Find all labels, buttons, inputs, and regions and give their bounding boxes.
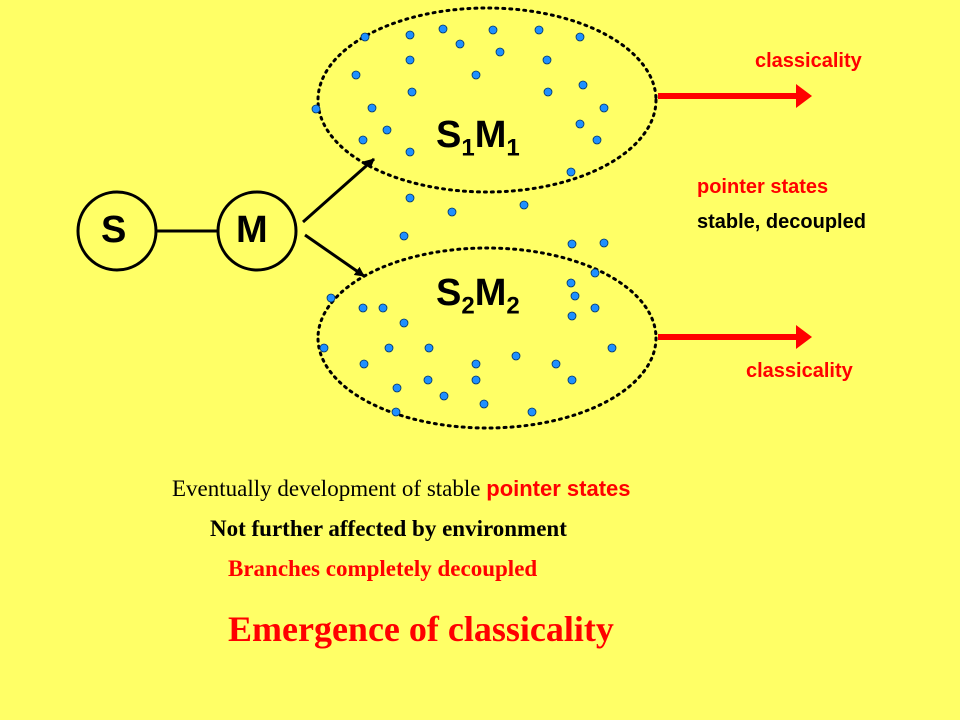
environment-dot <box>575 119 585 129</box>
environment-dot <box>495 47 505 57</box>
stable-decoupled-label: stable, decoupled <box>697 211 866 233</box>
node-s-label: S <box>101 209 127 251</box>
classicality-bottom-label: classicality <box>746 360 853 382</box>
environment-dot <box>405 55 415 65</box>
environment-dot <box>367 103 377 113</box>
environment-dot <box>382 125 392 135</box>
classicality-arrow-top <box>658 84 812 108</box>
classicality-arrow-bottom <box>658 325 812 349</box>
environment-dot <box>599 238 609 248</box>
environment-dot <box>391 407 401 417</box>
branch-top-ellipse <box>316 6 658 194</box>
environment-dot <box>566 167 576 177</box>
environment-dot <box>358 303 368 313</box>
branch-arrow-top <box>302 157 375 224</box>
branch-bottom-label: S2M2 <box>436 272 520 320</box>
environment-dot <box>405 193 415 203</box>
environment-dot <box>359 359 369 369</box>
environment-dot <box>455 39 465 49</box>
environment-dot <box>590 268 600 278</box>
environment-dot <box>527 407 537 417</box>
environment-dot <box>599 103 609 113</box>
pointer-states-label: pointer states <box>697 176 829 198</box>
environment-dot <box>384 343 394 353</box>
environment-dot <box>592 135 602 145</box>
caption-line-1: Eventually development of stable pointer… <box>172 476 631 502</box>
environment-dot <box>471 359 481 369</box>
environment-dot <box>399 318 409 328</box>
environment-dot <box>479 399 489 409</box>
branch-top-label: S1M1 <box>436 114 520 162</box>
environment-dot <box>567 239 577 249</box>
environment-dot <box>511 351 521 361</box>
environment-dot <box>405 147 415 157</box>
caption-line-1-prefix: Eventually development of stable <box>172 476 487 501</box>
environment-dot <box>423 375 433 385</box>
environment-dot <box>358 135 368 145</box>
environment-dot <box>471 70 481 80</box>
caption-line-3: Branches completely decoupled <box>228 556 538 581</box>
environment-dot <box>471 375 481 385</box>
environment-dot <box>590 303 600 313</box>
environment-dot <box>399 231 409 241</box>
environment-dot <box>326 293 336 303</box>
environment-dot <box>392 383 402 393</box>
environment-dot <box>566 278 576 288</box>
environment-dot <box>543 87 553 97</box>
environment-dot <box>351 70 361 80</box>
environment-dot <box>407 87 417 97</box>
environment-dot <box>405 30 415 40</box>
environment-dots <box>311 24 617 417</box>
conclusion-text: Emergence of classicality <box>228 609 614 649</box>
environment-dot <box>488 25 498 35</box>
environment-dot <box>438 24 448 34</box>
environment-dot <box>567 311 577 321</box>
environment-dot <box>607 343 617 353</box>
environment-dot <box>534 25 544 35</box>
environment-dot <box>519 200 529 210</box>
environment-dot <box>575 32 585 42</box>
environment-dot <box>551 359 561 369</box>
branch-arrow-bottom <box>304 233 365 278</box>
environment-dot <box>311 104 321 114</box>
environment-dot <box>439 391 449 401</box>
environment-dot <box>542 55 552 65</box>
caption-line-1-highlight: pointer states <box>486 476 631 501</box>
environment-dot <box>578 80 588 90</box>
environment-dot <box>424 343 434 353</box>
environment-dot <box>360 32 370 42</box>
environment-dot <box>378 303 388 313</box>
environment-dot <box>319 343 329 353</box>
environment-dot <box>570 291 580 301</box>
node-m-circle <box>216 190 298 272</box>
classicality-top-label: classicality <box>755 50 862 72</box>
branch-bottom-ellipse <box>316 246 658 430</box>
environment-dot <box>567 375 577 385</box>
caption-line-2: Not further affected by environment <box>210 516 567 541</box>
node-m-label: M <box>236 209 268 251</box>
environment-dot <box>447 207 457 217</box>
